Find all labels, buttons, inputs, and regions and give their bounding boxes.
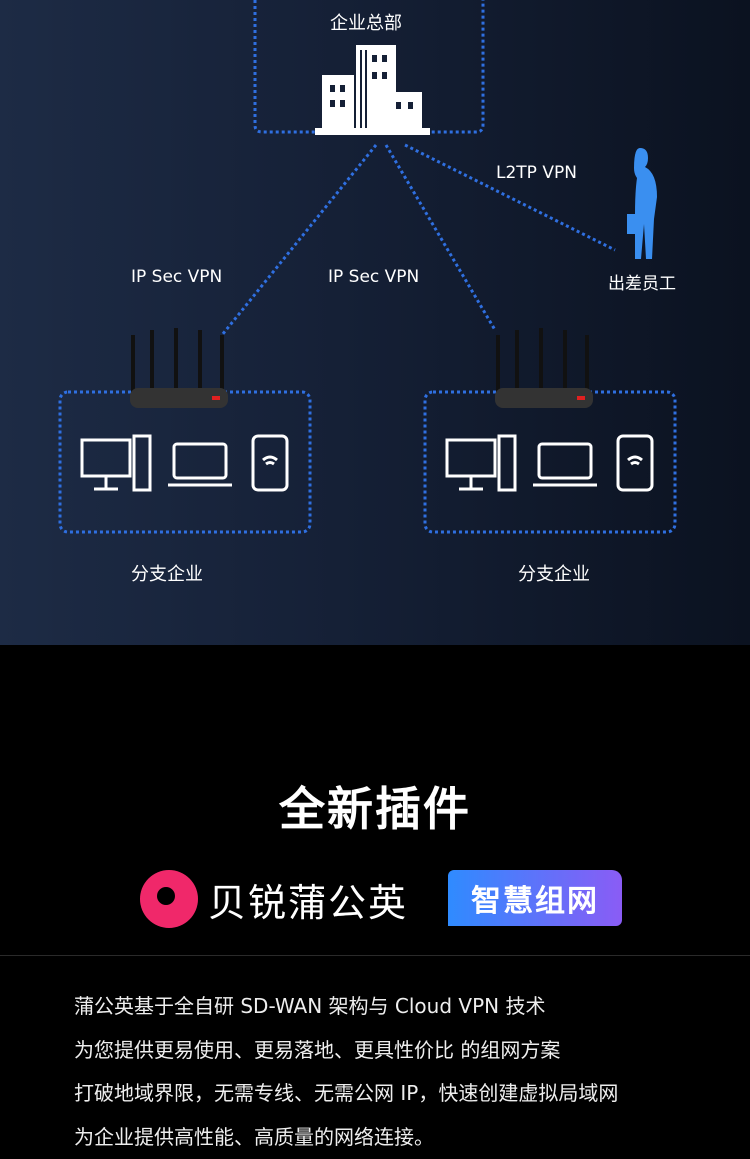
link-traveler xyxy=(405,145,615,250)
traveler-label: 出差员工 xyxy=(608,269,676,294)
traveler-icon xyxy=(627,148,657,259)
laptop-icon-right xyxy=(533,444,597,485)
router-left xyxy=(130,328,228,408)
divider xyxy=(0,955,750,956)
vpn-label-left: IP Sec VPN xyxy=(131,267,222,287)
plugin-section: 全新插件 贝锐蒲公英 智慧组网 蒲公英基于全自研 SD-WAN 架构与 Clou… xyxy=(0,645,750,1135)
phone-icon-left xyxy=(253,436,287,490)
feature-badge: 智慧组网 xyxy=(448,870,622,926)
brand: 贝锐蒲公英 xyxy=(140,870,408,928)
description-line: 打破地域界限，无需专线、无需公网 IP，快速创建虚拟局域网 xyxy=(74,1072,618,1116)
vpn-label-middle: IP Sec VPN xyxy=(328,267,419,287)
description-line: 为您提供更易使用、更易落地、更具性价比 的组网方案 xyxy=(74,1029,618,1073)
link-left xyxy=(222,145,376,335)
phone-icon-right xyxy=(618,436,652,490)
description-line: 为企业提供高性能、高质量的网络连接。 xyxy=(74,1116,618,1159)
description-line: 蒲公英基于全自研 SD-WAN 架构与 Cloud VPN 技术 xyxy=(74,985,618,1029)
building-icon xyxy=(315,45,430,135)
branch-label-left: 分支企业 xyxy=(131,560,203,586)
description: 蒲公英基于全自研 SD-WAN 架构与 Cloud VPN 技术 为您提供更易使… xyxy=(74,985,618,1159)
desktop-icon-right xyxy=(447,436,515,490)
branch-label-right: 分支企业 xyxy=(518,560,590,586)
brand-name: 贝锐蒲公英 xyxy=(208,872,408,927)
section-title: 全新插件 xyxy=(0,773,750,839)
hq-label: 企业总部 xyxy=(330,9,402,35)
diagram-graphics xyxy=(0,0,750,645)
vpn-label-right: L2TP VPN xyxy=(496,163,577,183)
link-middle xyxy=(386,145,495,330)
dandelion-logo-icon xyxy=(140,870,198,928)
router-right xyxy=(495,328,593,408)
laptop-icon-left xyxy=(168,444,232,485)
network-diagram: 企业总部 IP Sec VPN IP Sec VPN L2TP VPN 出差员工… xyxy=(0,0,750,645)
desktop-icon-left xyxy=(82,436,150,490)
